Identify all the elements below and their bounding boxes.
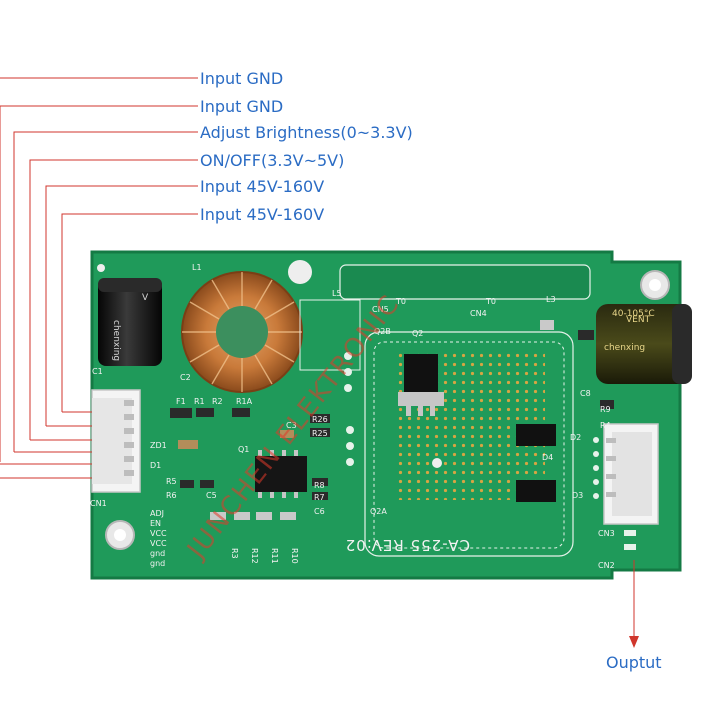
silk-q2b: Q2B bbox=[374, 327, 391, 336]
silk-q2a: Q2A bbox=[370, 507, 387, 516]
silk-cn3: CN3 bbox=[598, 529, 615, 538]
silk-c1: C1 bbox=[92, 367, 103, 376]
silk-zd1: ZD1 bbox=[150, 441, 167, 450]
silk-r11: R11 bbox=[270, 548, 279, 564]
silk-r26: R26 bbox=[312, 415, 328, 424]
controller-ic bbox=[255, 450, 307, 498]
cap2-vent: VENT bbox=[626, 315, 651, 325]
silk-d3: D3 bbox=[572, 491, 583, 500]
silk-pin-gnd: gnd bbox=[150, 549, 165, 558]
leader-6 bbox=[61, 213, 198, 412]
silk-cn5: CN5 bbox=[372, 305, 389, 314]
silk-d1: D1 bbox=[150, 461, 161, 470]
via-row bbox=[344, 352, 599, 499]
silk-l3: L3 bbox=[546, 295, 556, 304]
cap2-temp: 40-105°C bbox=[612, 309, 655, 319]
silk-q2: Q2 bbox=[412, 329, 423, 338]
toroid-inductor bbox=[181, 271, 303, 393]
silk-pin-en: EN bbox=[150, 519, 161, 528]
leader-4 bbox=[29, 159, 198, 440]
silk-r6: R6 bbox=[166, 491, 177, 500]
silk-pin-vcc: VCC bbox=[150, 529, 167, 538]
diode-d4 bbox=[516, 424, 556, 446]
silk-c8: C8 bbox=[580, 389, 591, 398]
silk-pin-vcc2: VCC bbox=[150, 539, 167, 548]
silk-c5: C5 bbox=[206, 491, 217, 500]
smd-components bbox=[170, 320, 614, 520]
inductor-l5-footprint bbox=[299, 299, 361, 371]
diode-d3 bbox=[516, 480, 556, 502]
pin-label-2: Input GND bbox=[200, 97, 283, 116]
silk-r2: R2 bbox=[212, 397, 223, 406]
cap2-brand: chenxing bbox=[604, 343, 645, 353]
mosfet-q2 bbox=[398, 354, 444, 416]
capacitor-c1 bbox=[98, 278, 162, 366]
silk-d2: D2 bbox=[570, 433, 581, 442]
silk-cn1: CN1 bbox=[90, 499, 107, 508]
silk-t0-a: T0 bbox=[395, 297, 406, 306]
pin-label-4: ON/OFF(3.3V~5V) bbox=[200, 151, 344, 170]
silk-c2: C2 bbox=[180, 373, 191, 382]
capacitor-print: chenxing V VENT chenxing 40-105°C bbox=[111, 293, 655, 361]
silk-c6: C6 bbox=[314, 507, 325, 516]
pin-labels: Input GND Input GND Adjust Brightness(0~… bbox=[200, 69, 662, 672]
connector-cn3 bbox=[603, 423, 659, 525]
silk-cn2: CN2 bbox=[598, 561, 615, 570]
silk-pin-gnd2: gnd bbox=[150, 559, 165, 568]
pin-leader-lines bbox=[0, 77, 635, 640]
silk-r25: R25 bbox=[312, 429, 328, 438]
silk-r4: R4 bbox=[600, 421, 611, 430]
silk-r1a: R1A bbox=[236, 397, 253, 406]
silk-r9: R9 bbox=[600, 405, 611, 414]
silk-l5: L5 bbox=[332, 289, 342, 298]
silk-q1: Q1 bbox=[238, 445, 249, 454]
silk-r12: R12 bbox=[250, 548, 259, 564]
silk-d4: D4 bbox=[542, 453, 553, 462]
silk-model: CA-255 REV:02 bbox=[345, 536, 470, 554]
silk-r3: R3 bbox=[230, 548, 239, 559]
silk-r8: R8 bbox=[314, 481, 325, 490]
leader-5 bbox=[45, 185, 198, 426]
pin-label-3: Adjust Brightness(0~3.3V) bbox=[200, 123, 413, 142]
capacitor-c8 bbox=[596, 304, 692, 384]
silk-c3: C3 bbox=[286, 421, 297, 430]
output-label: Ouptut bbox=[606, 653, 662, 672]
silk-f1: F1 bbox=[176, 397, 186, 406]
silk-pin-adj: ADJ bbox=[150, 509, 164, 518]
pin-label-5: Input 45V-160V bbox=[200, 177, 324, 196]
silkscreen: L1 L5 C1 C2 F1 R1 R2 R1A Q1 R26 R25 C3 Z… bbox=[90, 263, 615, 570]
silk-t0-b: T0 bbox=[485, 297, 496, 306]
connector-cn2-pads bbox=[624, 530, 636, 550]
silk-r5: R5 bbox=[166, 477, 177, 486]
output-arrow-icon bbox=[629, 636, 639, 648]
cap1-brand: chenxing bbox=[111, 320, 121, 361]
pin-label-6: Input 45V-160V bbox=[200, 205, 324, 224]
leader-3 bbox=[13, 131, 198, 452]
cap1-mark: V bbox=[142, 293, 149, 303]
connector-cn1 bbox=[91, 389, 141, 493]
silk-l1: L1 bbox=[192, 263, 202, 272]
silk-cn4: CN4 bbox=[470, 309, 487, 318]
silk-r7: R7 bbox=[314, 493, 325, 502]
pin-label-1: Input GND bbox=[200, 69, 283, 88]
silk-r10: R10 bbox=[290, 548, 299, 564]
silk-r1: R1 bbox=[194, 397, 205, 406]
